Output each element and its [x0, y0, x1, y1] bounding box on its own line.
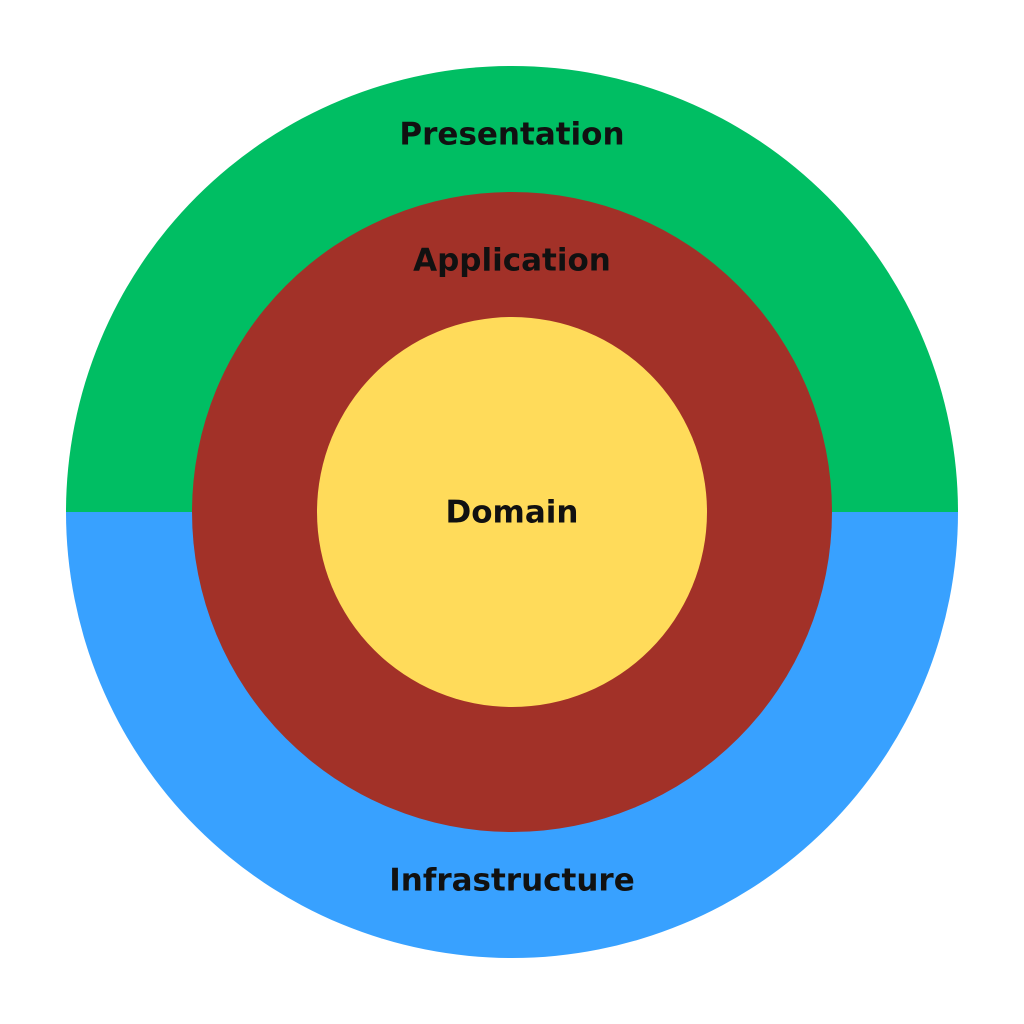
domain-label: Domain — [446, 495, 579, 531]
application-label: Application — [413, 243, 611, 279]
infrastructure-label: Infrastructure — [389, 863, 635, 899]
domain-layer — [317, 317, 707, 707]
presentation-label: Presentation — [399, 117, 624, 153]
